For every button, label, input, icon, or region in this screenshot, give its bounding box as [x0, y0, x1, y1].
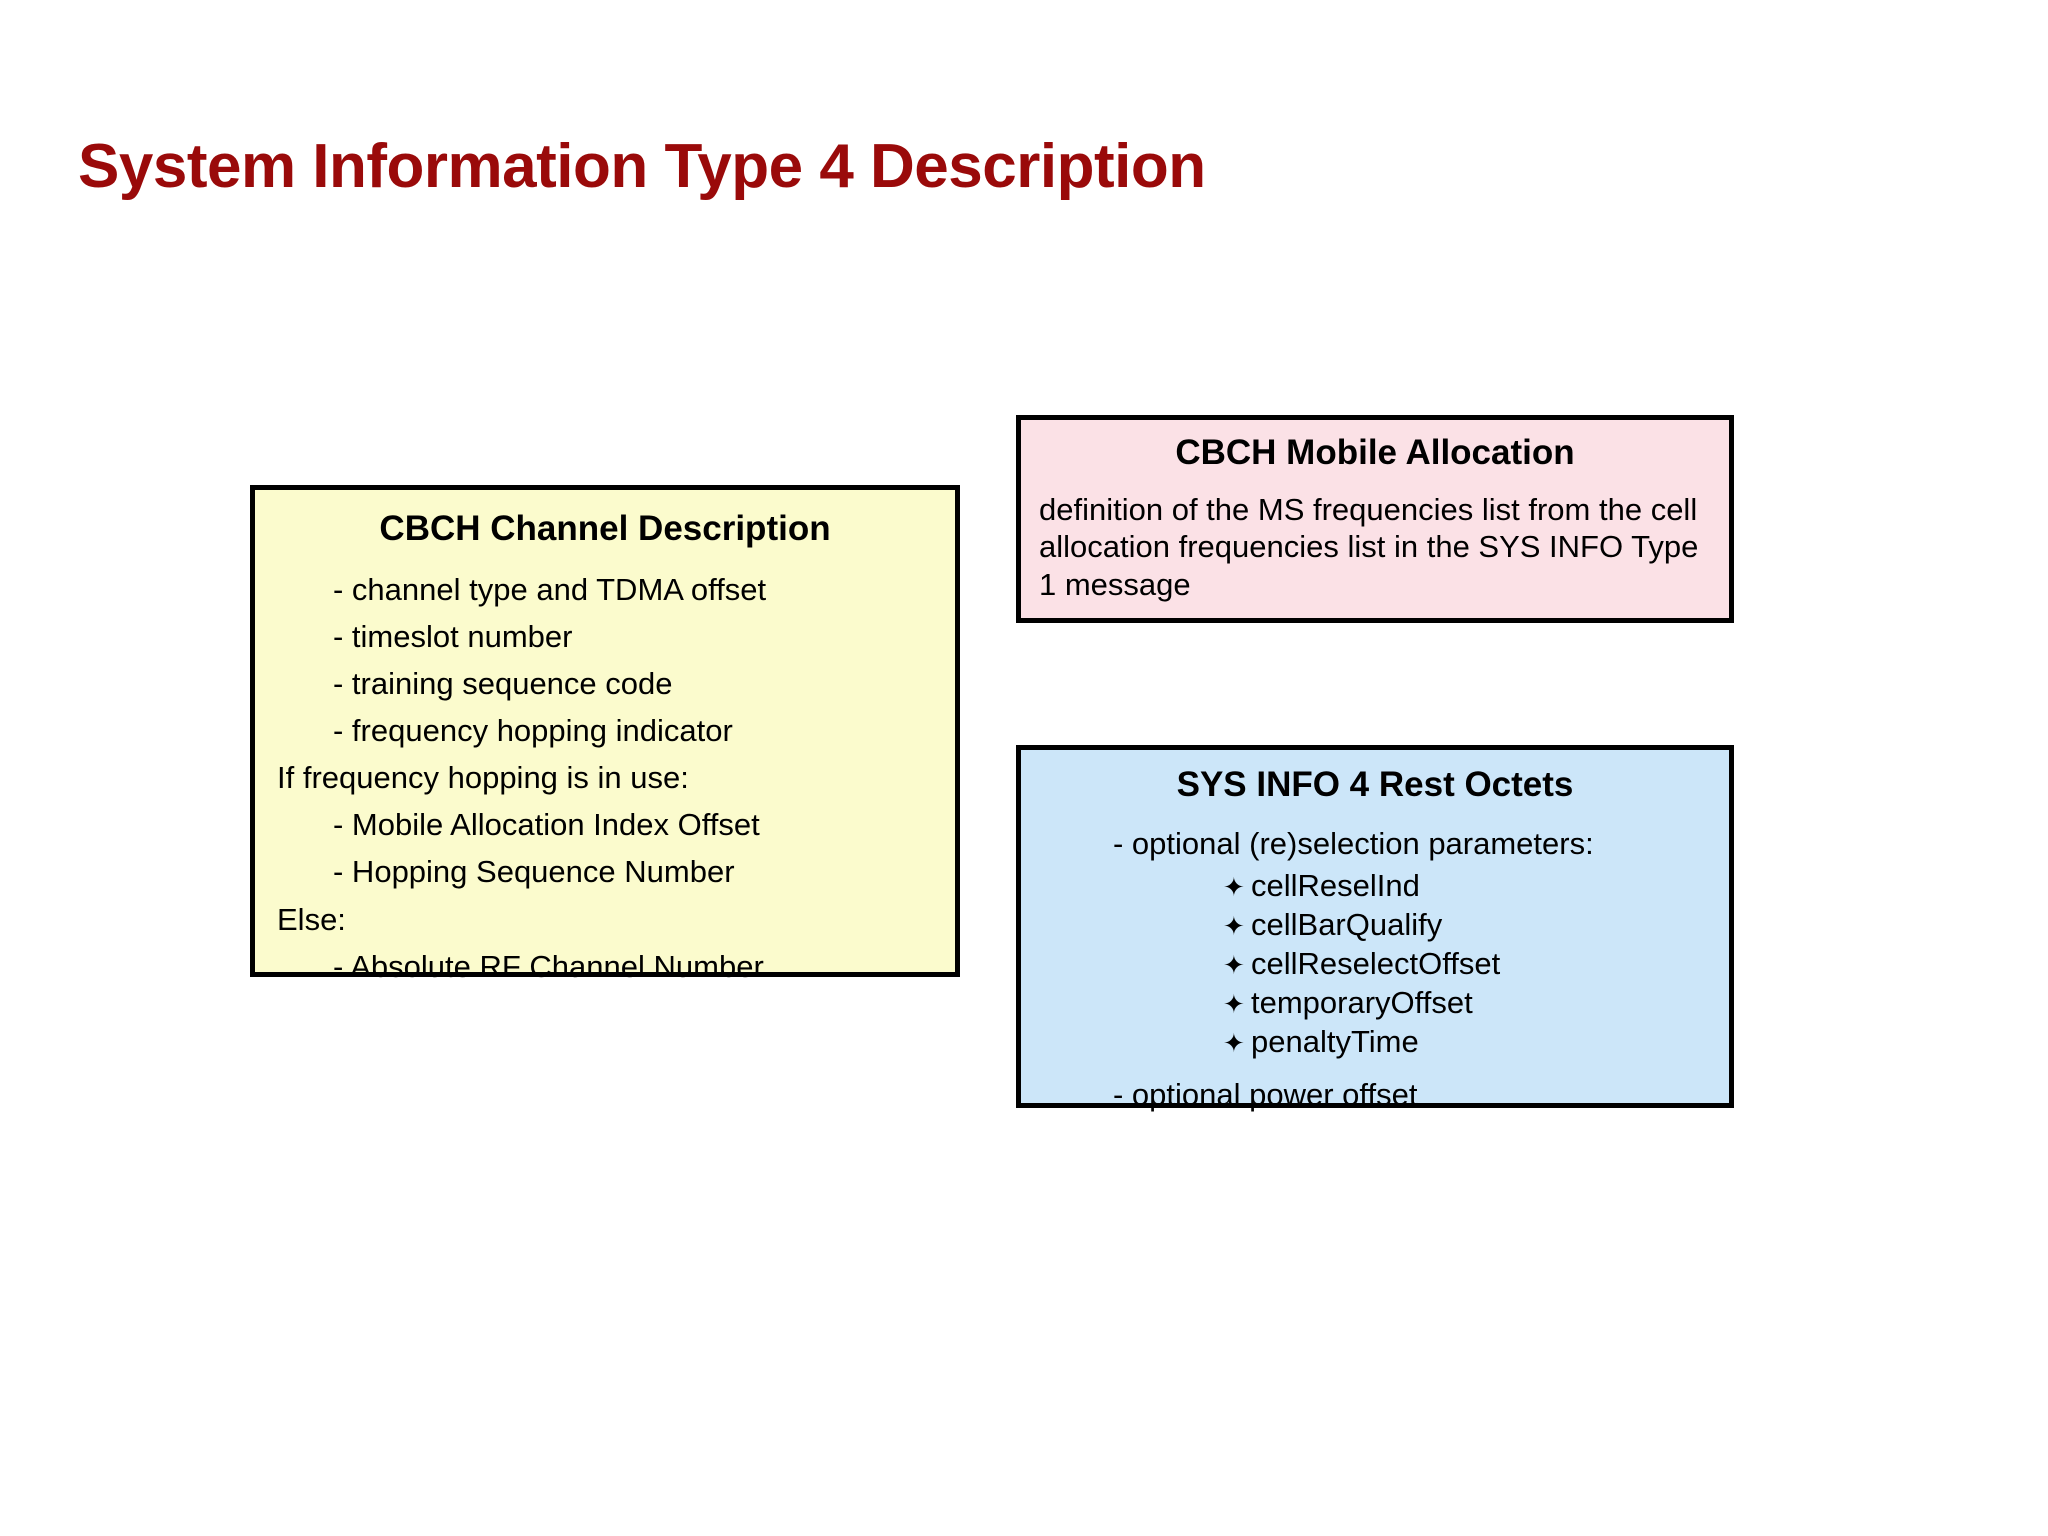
box-cbch-channel-description-title: CBCH Channel Description [379, 509, 831, 548]
diamond-bullet-icon: ✦ [1223, 1028, 1245, 1059]
list-item: - frequency hopping indicator [333, 712, 733, 748]
diamond-bullet-icon: ✦ [1223, 871, 1245, 902]
list-item: ✦ cellBarQualify [1223, 908, 1729, 947]
box-cbch-mobile-allocation-title: CBCH Mobile Allocation [1175, 433, 1575, 472]
list-item: ✦ cellReselectOffset [1223, 947, 1729, 986]
list-item-label: cellReselectOffset [1251, 945, 1501, 981]
box-sys-info-4-rest-octets-title: SYS INFO 4 Rest Octets [1176, 765, 1574, 804]
diamond-bullet-icon: ✦ [1223, 949, 1245, 980]
list-item: ✦ temporaryOffset [1223, 986, 1729, 1025]
list-item: - timeslot number [333, 618, 573, 654]
condition-else-label: Else: [277, 901, 346, 937]
selection-parameters-header: - optional (re)selection parameters: [1113, 825, 1594, 861]
condition-if-item-list: - Mobile Allocation Index Offset - Hoppi… [255, 808, 955, 902]
condition-else-item-list: - Absolute RF Channel Number [255, 950, 955, 997]
list-item: - channel type and TDMA offset [333, 571, 767, 607]
box-sys-info-4-rest-octets: SYS INFO 4 Rest Octets - optional (re)se… [1016, 745, 1734, 1113]
list-item: - training sequence code [333, 665, 673, 701]
condition-if-label: If frequency hopping is in use: [277, 760, 689, 796]
list-item: ✦ cellReselInd [1223, 867, 1729, 908]
box-cbch-mobile-allocation: CBCH Mobile Allocation definition of the… [1016, 415, 1734, 623]
list-item-label: temporaryOffset [1251, 985, 1473, 1021]
box-cbch-mobile-allocation-description: definition of the MS frequencies list fr… [1039, 491, 1699, 603]
box-cbch-channel-description: CBCH Channel Description - channel type … [250, 485, 960, 983]
list-item: - Hopping Sequence Number [333, 854, 735, 890]
page-title: System Information Type 4 Description [78, 132, 1206, 201]
list-item: - Mobile Allocation Index Offset [333, 807, 760, 843]
selection-parameters-list: ✦ cellReselInd ✦ cellBarQualify ✦ cellRe… [1021, 867, 1729, 1065]
list-item: ✦ penaltyTime [1223, 1025, 1729, 1064]
diamond-bullet-icon: ✦ [1223, 910, 1245, 941]
diamond-bullet-icon: ✦ [1223, 989, 1245, 1020]
optional-power-offset-label: - optional power offset [1113, 1077, 1418, 1113]
list-item-label: cellReselInd [1251, 867, 1420, 903]
list-item: - Absolute RF Channel Number [333, 948, 764, 984]
list-item-label: cellBarQualify [1251, 906, 1443, 942]
cbch-channel-description-item-list: - channel type and TDMA offset - timeslo… [255, 571, 955, 762]
list-item-label: penaltyTime [1251, 1024, 1419, 1060]
